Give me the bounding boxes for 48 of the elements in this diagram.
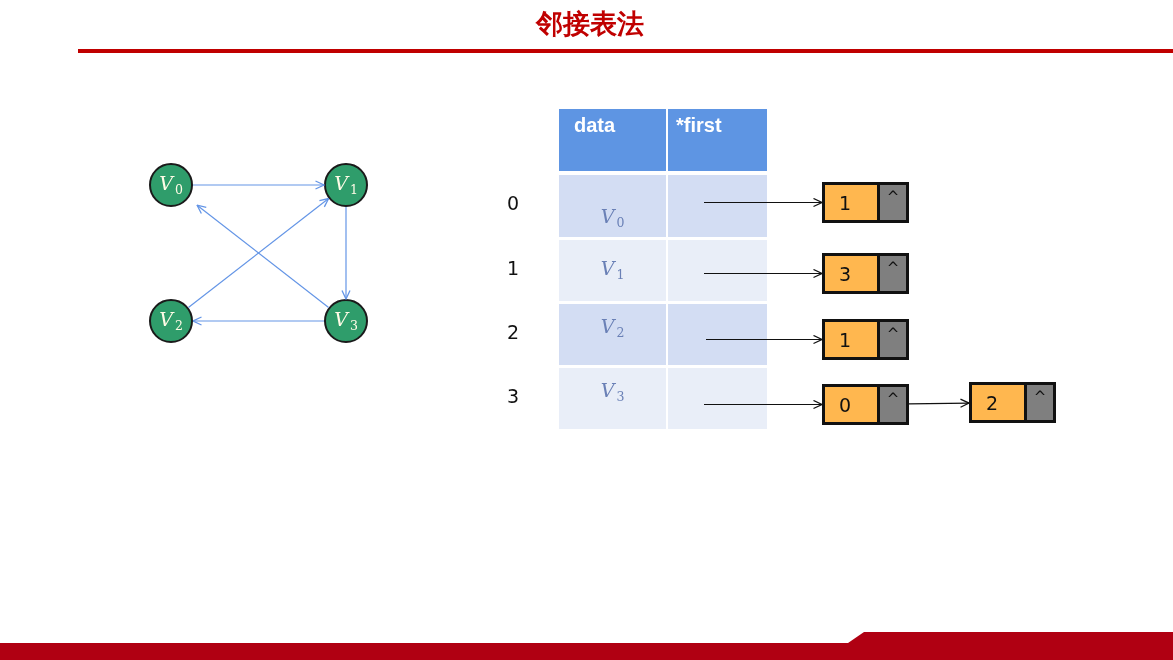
pointer-cell xyxy=(668,368,767,429)
list-node xyxy=(822,182,909,223)
arrow xyxy=(192,180,325,190)
arrow xyxy=(192,316,325,326)
value-field: 3 xyxy=(825,256,877,291)
column-header: *first xyxy=(668,109,767,171)
vertex-circle xyxy=(149,299,193,343)
value-field: 1 xyxy=(825,322,877,357)
value-field: 0 xyxy=(825,387,877,422)
vertex-circle xyxy=(324,163,368,207)
arrow xyxy=(705,334,823,345)
vertex-cell xyxy=(559,304,666,365)
vertex-label: V$_{1}$ xyxy=(600,259,625,282)
pointer-cell xyxy=(668,175,767,237)
row-index: 2 xyxy=(507,320,520,344)
list-node xyxy=(969,382,1056,423)
arrow xyxy=(341,206,351,300)
value-field: 2 xyxy=(972,385,1024,420)
vertex-label: V$_{2}$ xyxy=(159,309,183,333)
vertex-label: V$_{3}$ xyxy=(600,381,625,404)
row-index: 3 xyxy=(507,384,520,408)
next-pointer-field: ^ xyxy=(880,387,906,422)
next-pointer-field: ^ xyxy=(1027,385,1053,420)
next-pointer-field: ^ xyxy=(880,185,906,220)
vertex-label: V$_{0}$ xyxy=(159,173,183,197)
arrow xyxy=(908,398,970,408)
pointer-cell xyxy=(668,240,767,301)
vertex-label: V$_{0}$ xyxy=(600,206,625,230)
next-pointer-field: ^ xyxy=(880,256,906,291)
next-pointer-field: ^ xyxy=(880,322,906,357)
vertex-circle xyxy=(149,163,193,207)
vertex-circle xyxy=(324,299,368,343)
vertex-label: V$_{1}$ xyxy=(334,173,358,197)
row-index: 1 xyxy=(507,256,520,280)
value-field: 1 xyxy=(825,185,877,220)
vertex-cell xyxy=(559,175,666,237)
list-node xyxy=(822,384,909,425)
vertex-label: V$_{2}$ xyxy=(600,317,625,340)
arrow xyxy=(703,399,823,410)
vertex-label: V$_{3}$ xyxy=(334,309,358,333)
pointer-cell xyxy=(668,304,767,365)
list-node xyxy=(822,319,909,360)
column-header: data xyxy=(559,109,666,171)
row-index: 0 xyxy=(507,192,520,215)
title: 邻接表法 xyxy=(536,8,644,41)
list-node xyxy=(822,253,909,294)
arrow xyxy=(703,268,823,279)
arrow xyxy=(703,197,823,208)
